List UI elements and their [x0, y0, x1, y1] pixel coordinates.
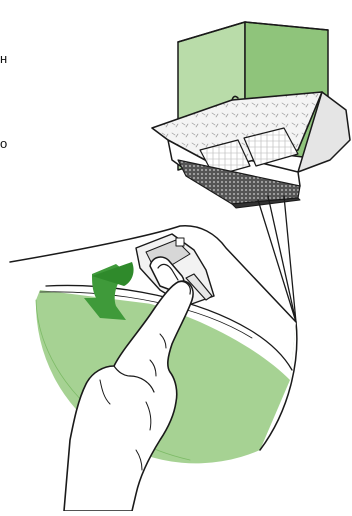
- cropped-text-fragment-1: н: [0, 52, 7, 65]
- cropped-text-fragment-2: о: [0, 137, 7, 150]
